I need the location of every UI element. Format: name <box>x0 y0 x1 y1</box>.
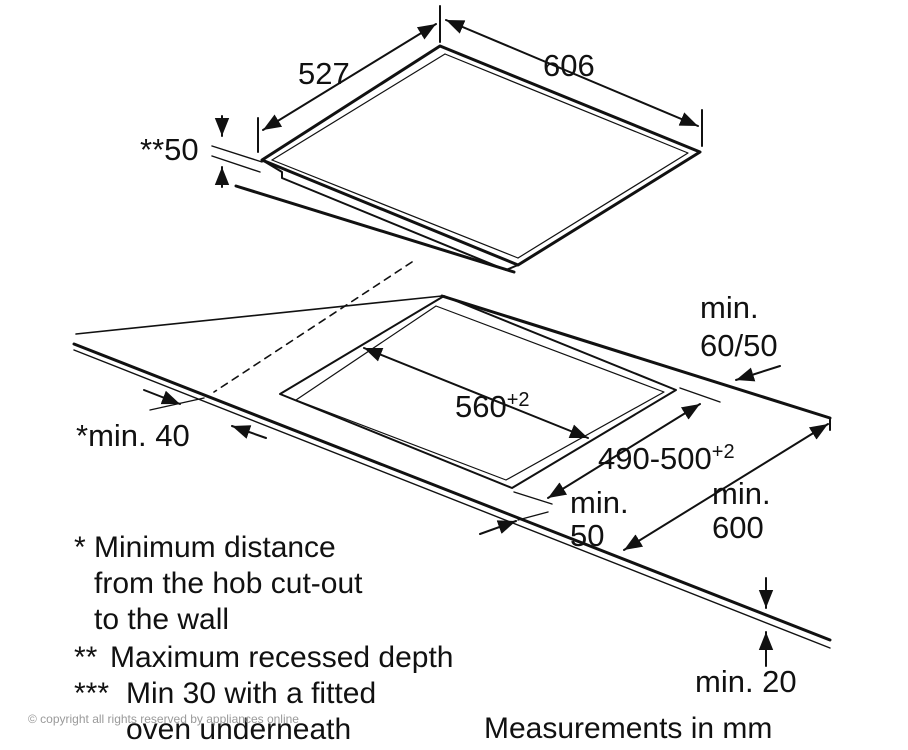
rear-gap-label-line2: 60/50 <box>700 328 778 363</box>
hob-width-label: 606 <box>543 48 595 83</box>
hob-depth-label: 527 <box>298 56 350 91</box>
note-triple-star-text-1: Min 30 with a fitted <box>126 677 377 710</box>
note-single-star-mark: * <box>74 531 86 564</box>
hob-cutout <box>279 295 677 489</box>
cutout-width-tolerance: +2 <box>506 389 530 411</box>
cutout-depth-tolerance: +2 <box>711 441 735 463</box>
recess-depth-dimension <box>211 115 263 188</box>
note-triple-star-line2: oven underneath <box>126 713 352 746</box>
hob-depth-dimension <box>257 5 441 153</box>
worktop-thickness-label: min. 20 <box>695 664 797 699</box>
hob-underside-line <box>234 184 516 274</box>
worktop-depth-label-line2: 600 <box>712 510 764 545</box>
note-single-star-line3: to the wall <box>94 603 230 636</box>
cutout-width-value: 560 <box>455 389 507 424</box>
worktop-depth-dimension <box>623 423 829 551</box>
cutout-depth-value: 490-500 <box>598 441 712 476</box>
note-single-star-text-1: Minimum distance <box>94 531 336 564</box>
note-triple-star-mark: *** <box>74 677 110 710</box>
note-double-star-text: Maximum recessed depth <box>110 641 454 674</box>
note-double-star-mark: ** <box>74 641 98 674</box>
cutout-width-label: 560+2 <box>455 384 530 423</box>
rear-gap-label-line1: min. <box>700 290 759 325</box>
front-gap-dimension <box>479 511 549 535</box>
note-triple-star-line1: *** Min 30 with a fitted <box>74 676 376 712</box>
worktop-outline <box>72 294 832 649</box>
projection-line <box>213 261 413 393</box>
measurement-units-note: Measurements in mm <box>484 712 773 745</box>
note-double-star: ** Maximum recessed depth <box>74 640 453 676</box>
recess-depth-label: **50 <box>140 132 199 167</box>
worktop-depth-label-line1: min. <box>712 476 771 511</box>
note-single-star-line2: from the hob cut-out <box>94 567 363 600</box>
front-gap-label-line1: min. <box>570 485 629 520</box>
hob-width-dimension <box>445 19 703 147</box>
copyright-watermark: © copyright all rights reserved by appli… <box>28 712 299 726</box>
wall-distance-dimension <box>143 389 267 439</box>
note-single-star-line1: *Minimum distance <box>74 530 336 566</box>
cutout-depth-label: 490-500+2 <box>598 436 735 475</box>
rear-gap-arrow <box>735 365 781 382</box>
front-gap-label-line2: 50 <box>570 518 605 553</box>
wall-distance-label: *min. 40 <box>76 418 190 453</box>
